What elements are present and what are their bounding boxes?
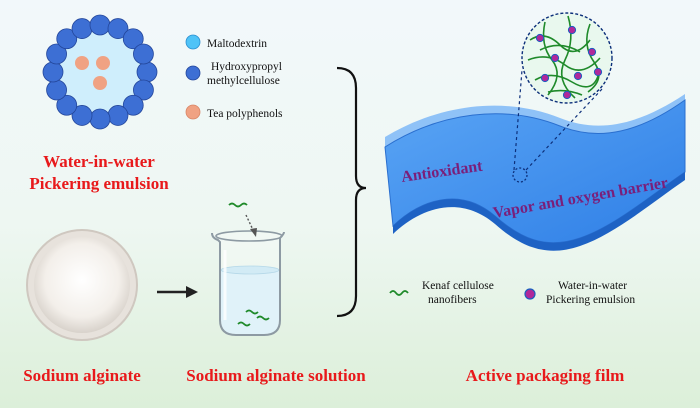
packaging-film-illustration: Antioxidant Vapor and oxygen barrier (384, 69, 686, 251)
nanofiber-in-solution (245, 309, 259, 315)
maltodextrin-legend-icon (185, 34, 201, 50)
component-legend: Maltodextrin Hydroxypropyl methylcellulo… (185, 34, 283, 120)
hpmc-particle (71, 105, 93, 126)
hpmc-particle (122, 28, 144, 50)
nanofiber-added (228, 202, 248, 208)
legend-hpmc-line2: methylcellulose (207, 75, 280, 87)
legend-kenaf-line2: nanofibers (428, 294, 477, 306)
hpmc-particle (42, 61, 64, 83)
nanofiber-in-solution (256, 315, 270, 321)
hpmc-particle (107, 105, 129, 126)
hpmc-particle-ring (42, 14, 158, 130)
tea-polyphenol-particle (75, 56, 89, 70)
zoom-spot (512, 167, 528, 183)
combine-brace (336, 66, 367, 318)
legend-maltodextrin: Maltodextrin (207, 38, 267, 50)
emulsion-droplet (562, 90, 572, 100)
legend-tea-polyphenols: Tea polyphenols (207, 108, 283, 120)
hpmc-particle (122, 94, 144, 116)
addition-arrow (245, 214, 255, 233)
legend-emulsion-line1: Water-in-water (558, 280, 627, 292)
beaker-illustration (211, 202, 285, 336)
hpmc-legend-icon (185, 65, 201, 81)
hpmc-particle (56, 28, 78, 50)
hpmc-particle (133, 43, 154, 65)
nanofiber-in-solution (237, 321, 251, 327)
sodium-alginate-powder-image (26, 229, 138, 341)
emulsion-droplet-legend-icon (524, 288, 536, 300)
hpmc-particle (89, 14, 111, 36)
hpmc-particle (71, 18, 93, 39)
droplet-core (53, 25, 147, 119)
hpmc-particle (107, 18, 129, 39)
film-microstructure-zoom (521, 12, 613, 104)
legend-emulsion-line2: Pickering emulsion (546, 294, 635, 306)
process-arrow (157, 286, 198, 298)
emulsion-droplet (567, 25, 577, 35)
hpmc-particle (133, 79, 154, 101)
film-legend: Kenaf cellulose nanofibers Water-in-wate… (389, 280, 635, 306)
emulsion-droplet-illustration (42, 14, 158, 130)
emulsion-droplet (587, 47, 597, 57)
label-sodium-alginate: Sodium alginate (23, 366, 141, 385)
tea-legend-icon (185, 104, 201, 120)
emulsion-droplet (535, 33, 545, 43)
kenaf-fiber-legend-icon (389, 290, 409, 296)
hpmc-particle (89, 108, 111, 130)
hpmc-particle (56, 94, 78, 116)
tea-polyphenol-particle (96, 56, 110, 70)
legend-hpmc-line1: Hydroxypropyl (211, 61, 282, 73)
emulsion-droplet (550, 53, 560, 63)
emulsion-droplet (540, 73, 550, 83)
emulsion-droplet (593, 67, 603, 77)
label-sodium-alginate-solution: Sodium alginate solution (186, 366, 366, 385)
hpmc-particle (46, 79, 67, 101)
emulsion-title-line1: Water-in-water (43, 152, 155, 171)
hpmc-particle (136, 61, 158, 83)
label-active-packaging-film: Active packaging film (466, 366, 625, 385)
emulsion-droplet (573, 71, 583, 81)
hpmc-particle (46, 43, 67, 65)
legend-kenaf-line1: Kenaf cellulose (422, 280, 494, 292)
emulsion-title-line2: Pickering emulsion (29, 174, 169, 193)
tea-polyphenol-particle (93, 76, 107, 90)
